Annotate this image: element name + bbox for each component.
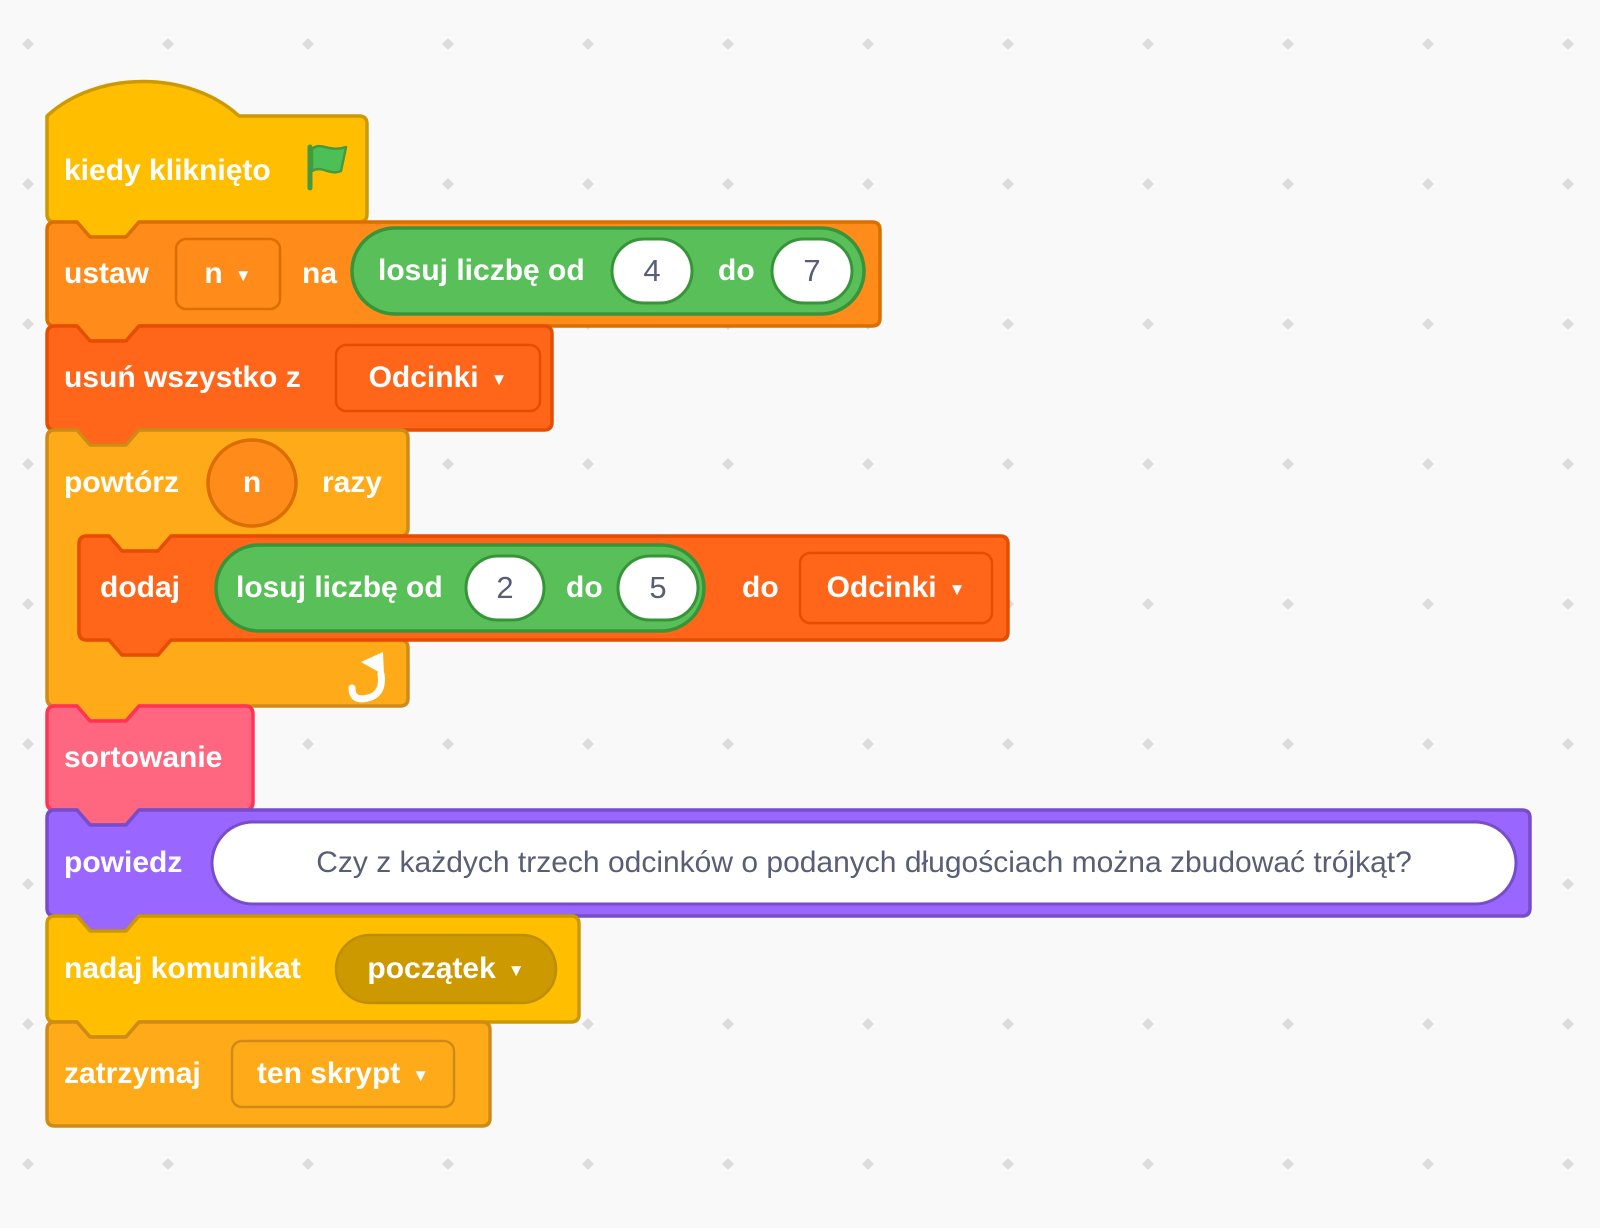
broadcast-message-dropdown[interactable] — [334, 933, 558, 1005]
loop-arrow-icon — [348, 652, 385, 703]
block-custom-sortowanie[interactable] — [45, 704, 255, 827]
variable-dropdown[interactable] — [174, 237, 282, 311]
block-delete-all-of-list[interactable] — [45, 324, 554, 447]
block-stop[interactable] — [45, 1020, 492, 1128]
say-message-input[interactable] — [210, 820, 1518, 906]
repeat-count-variable-oval[interactable] — [206, 438, 298, 528]
list-dropdown-1[interactable] — [334, 343, 542, 413]
random-from-input-1[interactable] — [610, 237, 694, 305]
random-number-block-1[interactable] — [350, 226, 866, 316]
stop-option-dropdown[interactable] — [230, 1039, 456, 1109]
random-number-block-2[interactable] — [214, 543, 706, 633]
green-flag-icon — [307, 144, 348, 191]
random-to-input-1[interactable] — [770, 237, 854, 305]
random-from-input-2[interactable] — [464, 554, 546, 622]
random-to-input-2[interactable] — [616, 554, 700, 622]
list-dropdown-2[interactable] — [798, 551, 994, 625]
